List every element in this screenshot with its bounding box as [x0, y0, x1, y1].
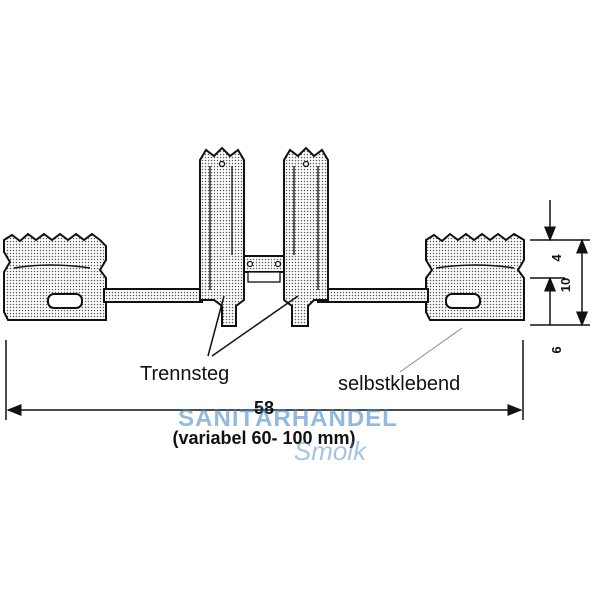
trennsteg-leader-2 [211, 295, 299, 357]
left-strip [103, 288, 203, 303]
width-note: (variabel 60- 100 mm) [172, 428, 355, 448]
trennsteg-leader-1 [207, 295, 225, 357]
selbstklebend-leader [399, 327, 463, 373]
width-value: 58 [254, 398, 274, 418]
right-foot [425, 232, 525, 321]
left-upright [199, 146, 245, 327]
dim-label-10: 10 [558, 278, 573, 292]
dim-label-4: 4 [549, 254, 564, 262]
right-upright [283, 146, 329, 327]
label-trennsteg: Trennsteg [140, 363, 229, 385]
middle-bridge [243, 255, 285, 283]
dim-label-6: 6 [549, 346, 564, 353]
right-strip [317, 288, 429, 303]
left-foot [3, 232, 107, 321]
watermark-line-2: Smolk [294, 436, 368, 466]
label-selbstklebend: selbstklebend [338, 373, 460, 395]
watermark-line-1: SANITÄRHANDEL [178, 405, 398, 432]
